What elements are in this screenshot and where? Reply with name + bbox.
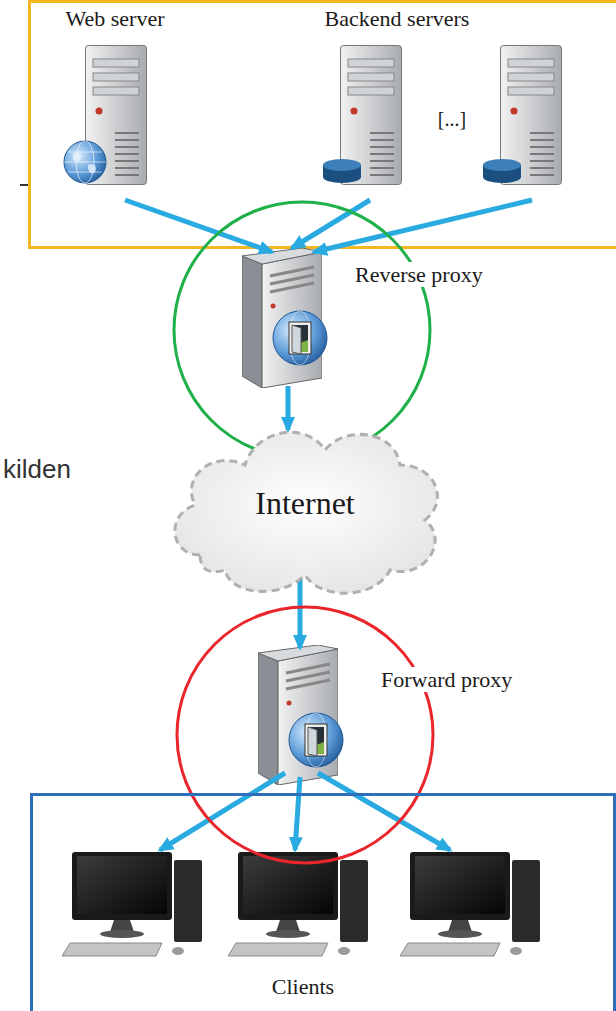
reverse-proxy-icon — [242, 248, 327, 388]
arrow-connector — [286, 386, 291, 430]
slide-text: kilden — [3, 455, 71, 485]
computer-icon — [62, 852, 202, 956]
arrow-connector — [125, 200, 272, 252]
arrow-connector — [295, 777, 300, 850]
circle-outline — [172, 200, 432, 460]
circle-outline — [177, 607, 433, 863]
proxy-circle: Forward proxy — [175, 605, 435, 865]
slide-mark — [20, 184, 28, 186]
proxy-circle: Reverse proxy — [172, 200, 432, 460]
door-globe-icon — [289, 713, 343, 767]
node-label: Reverse proxy — [352, 262, 486, 287]
cloud-outline — [175, 432, 438, 593]
client-computers — [62, 852, 540, 956]
internet-cloud: Internet — [160, 405, 450, 605]
arrow-connector — [160, 773, 285, 850]
computer-icon — [400, 852, 540, 956]
database-icon — [323, 159, 361, 183]
node-label: Forward proxy — [378, 667, 515, 692]
backend-server-icon — [483, 46, 562, 185]
server-group: Backend servers [...] — [300, 4, 600, 200]
server-group: Web server — [50, 4, 190, 200]
door-globe-icon — [273, 311, 327, 365]
globe-icon — [64, 141, 106, 183]
node-label: Clients — [272, 974, 334, 999]
arrow-connector — [298, 579, 303, 648]
node-label: [...] — [438, 108, 466, 131]
web-server-icon — [64, 46, 147, 185]
node-label: Internet — [255, 485, 355, 522]
circle-outline — [175, 605, 435, 865]
circle-outline — [174, 202, 430, 458]
server-region — [30, 2, 616, 248]
backend-server-icon — [323, 46, 402, 185]
forward-proxy-icon — [258, 645, 343, 785]
database-icon — [483, 159, 521, 183]
client-region: Clients — [30, 793, 616, 1011]
computer-icon — [228, 852, 368, 956]
node-label: Web server — [65, 6, 164, 31]
node-label: Backend servers — [325, 6, 470, 31]
arrow-connector — [314, 200, 532, 252]
arrow-connector — [318, 773, 450, 850]
